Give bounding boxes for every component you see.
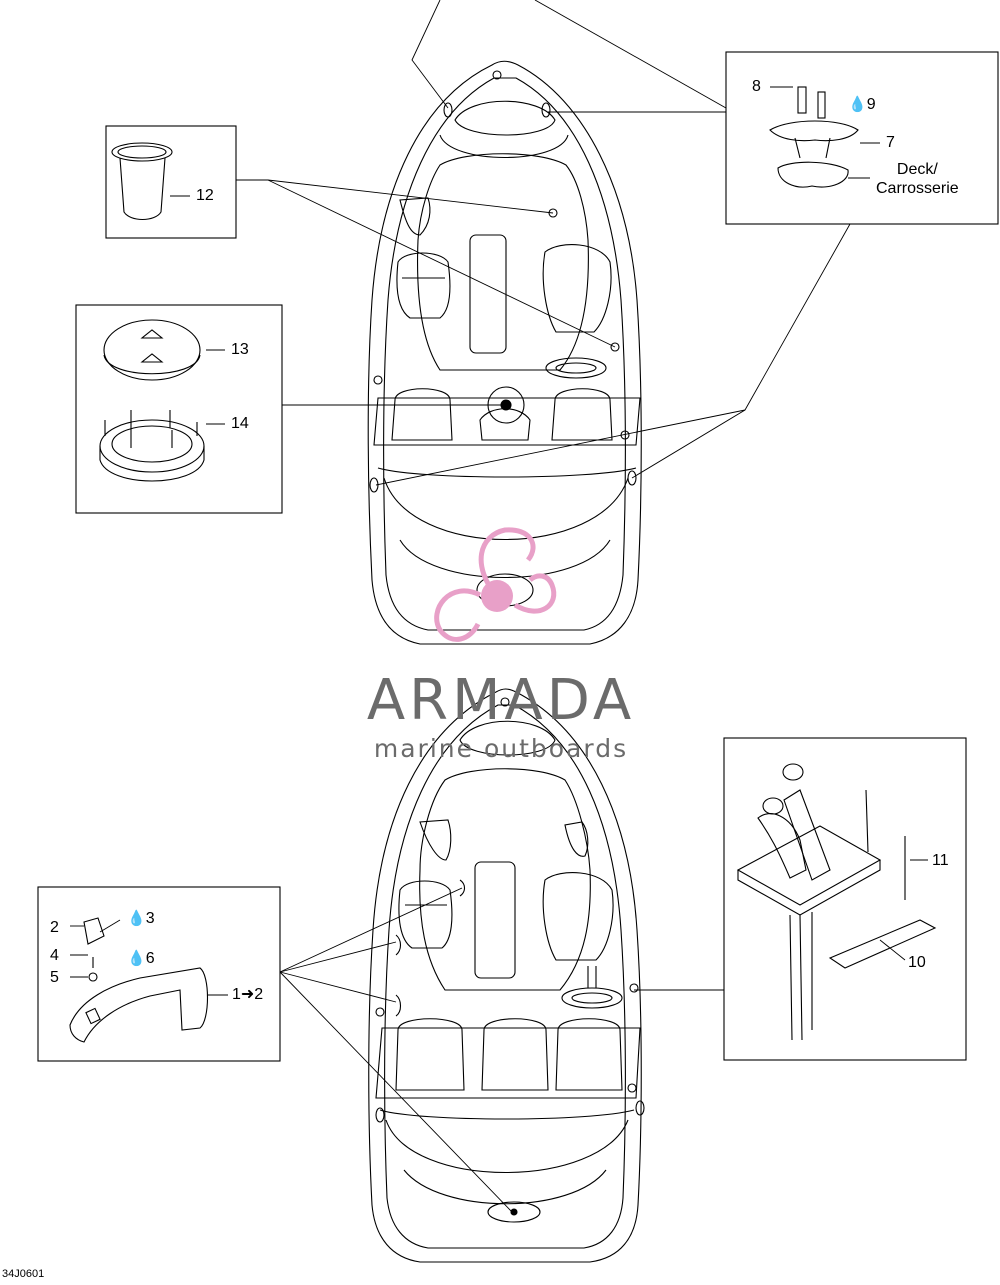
callout-13: 13	[231, 341, 249, 358]
watermark-propeller-icon	[434, 527, 557, 642]
figure-id: 34J0601	[2, 1268, 45, 1280]
box-grab-handle	[37, 886, 281, 1062]
cup-holder-part-icon	[111, 142, 173, 221]
grab-handle-part-icon	[69, 917, 208, 1043]
hatch-cover-part-icon	[103, 319, 201, 381]
bottom-boat-hull	[368, 688, 645, 1263]
deck-label-line1: Deck/	[896, 161, 938, 178]
callout-2: 2	[50, 919, 59, 936]
top-boat-hull	[367, 60, 642, 645]
box-hatch-cover	[75, 304, 283, 514]
callout-10: 10	[908, 954, 926, 971]
watermark-subtitle: marine outboards	[373, 734, 629, 763]
callout-1-2: 1➜2	[232, 986, 264, 1003]
callout-9: 💧9	[848, 96, 876, 113]
callout-7: 7	[886, 134, 895, 151]
callout-12: 12	[196, 187, 214, 204]
callout-6: 💧6	[127, 950, 155, 967]
callout-11: 11	[932, 852, 949, 869]
hatch-ring-part-icon	[99, 410, 205, 482]
deck-label-line2: Carrosserie	[876, 180, 959, 197]
deck-label: Deck/ Carrosserie	[876, 160, 959, 198]
callout-3: 💧3	[127, 910, 155, 927]
drop-icon: 💧	[127, 910, 146, 927]
box-cleat	[725, 51, 999, 225]
throttle-control-part-icon	[736, 763, 937, 1041]
callout-5: 5	[50, 969, 59, 986]
drop-icon: 💧	[848, 96, 867, 113]
callout-8: 8	[752, 78, 761, 95]
box-throttle-control	[723, 737, 967, 1061]
callout-14: 14	[231, 415, 249, 432]
callout-4: 4	[50, 947, 59, 964]
watermark-title: ARMADA	[366, 668, 636, 733]
drop-icon: 💧	[127, 950, 146, 967]
cleat-part-icon	[769, 86, 859, 188]
box-cup-holder	[105, 125, 237, 239]
leader-lines	[70, 0, 928, 1213]
